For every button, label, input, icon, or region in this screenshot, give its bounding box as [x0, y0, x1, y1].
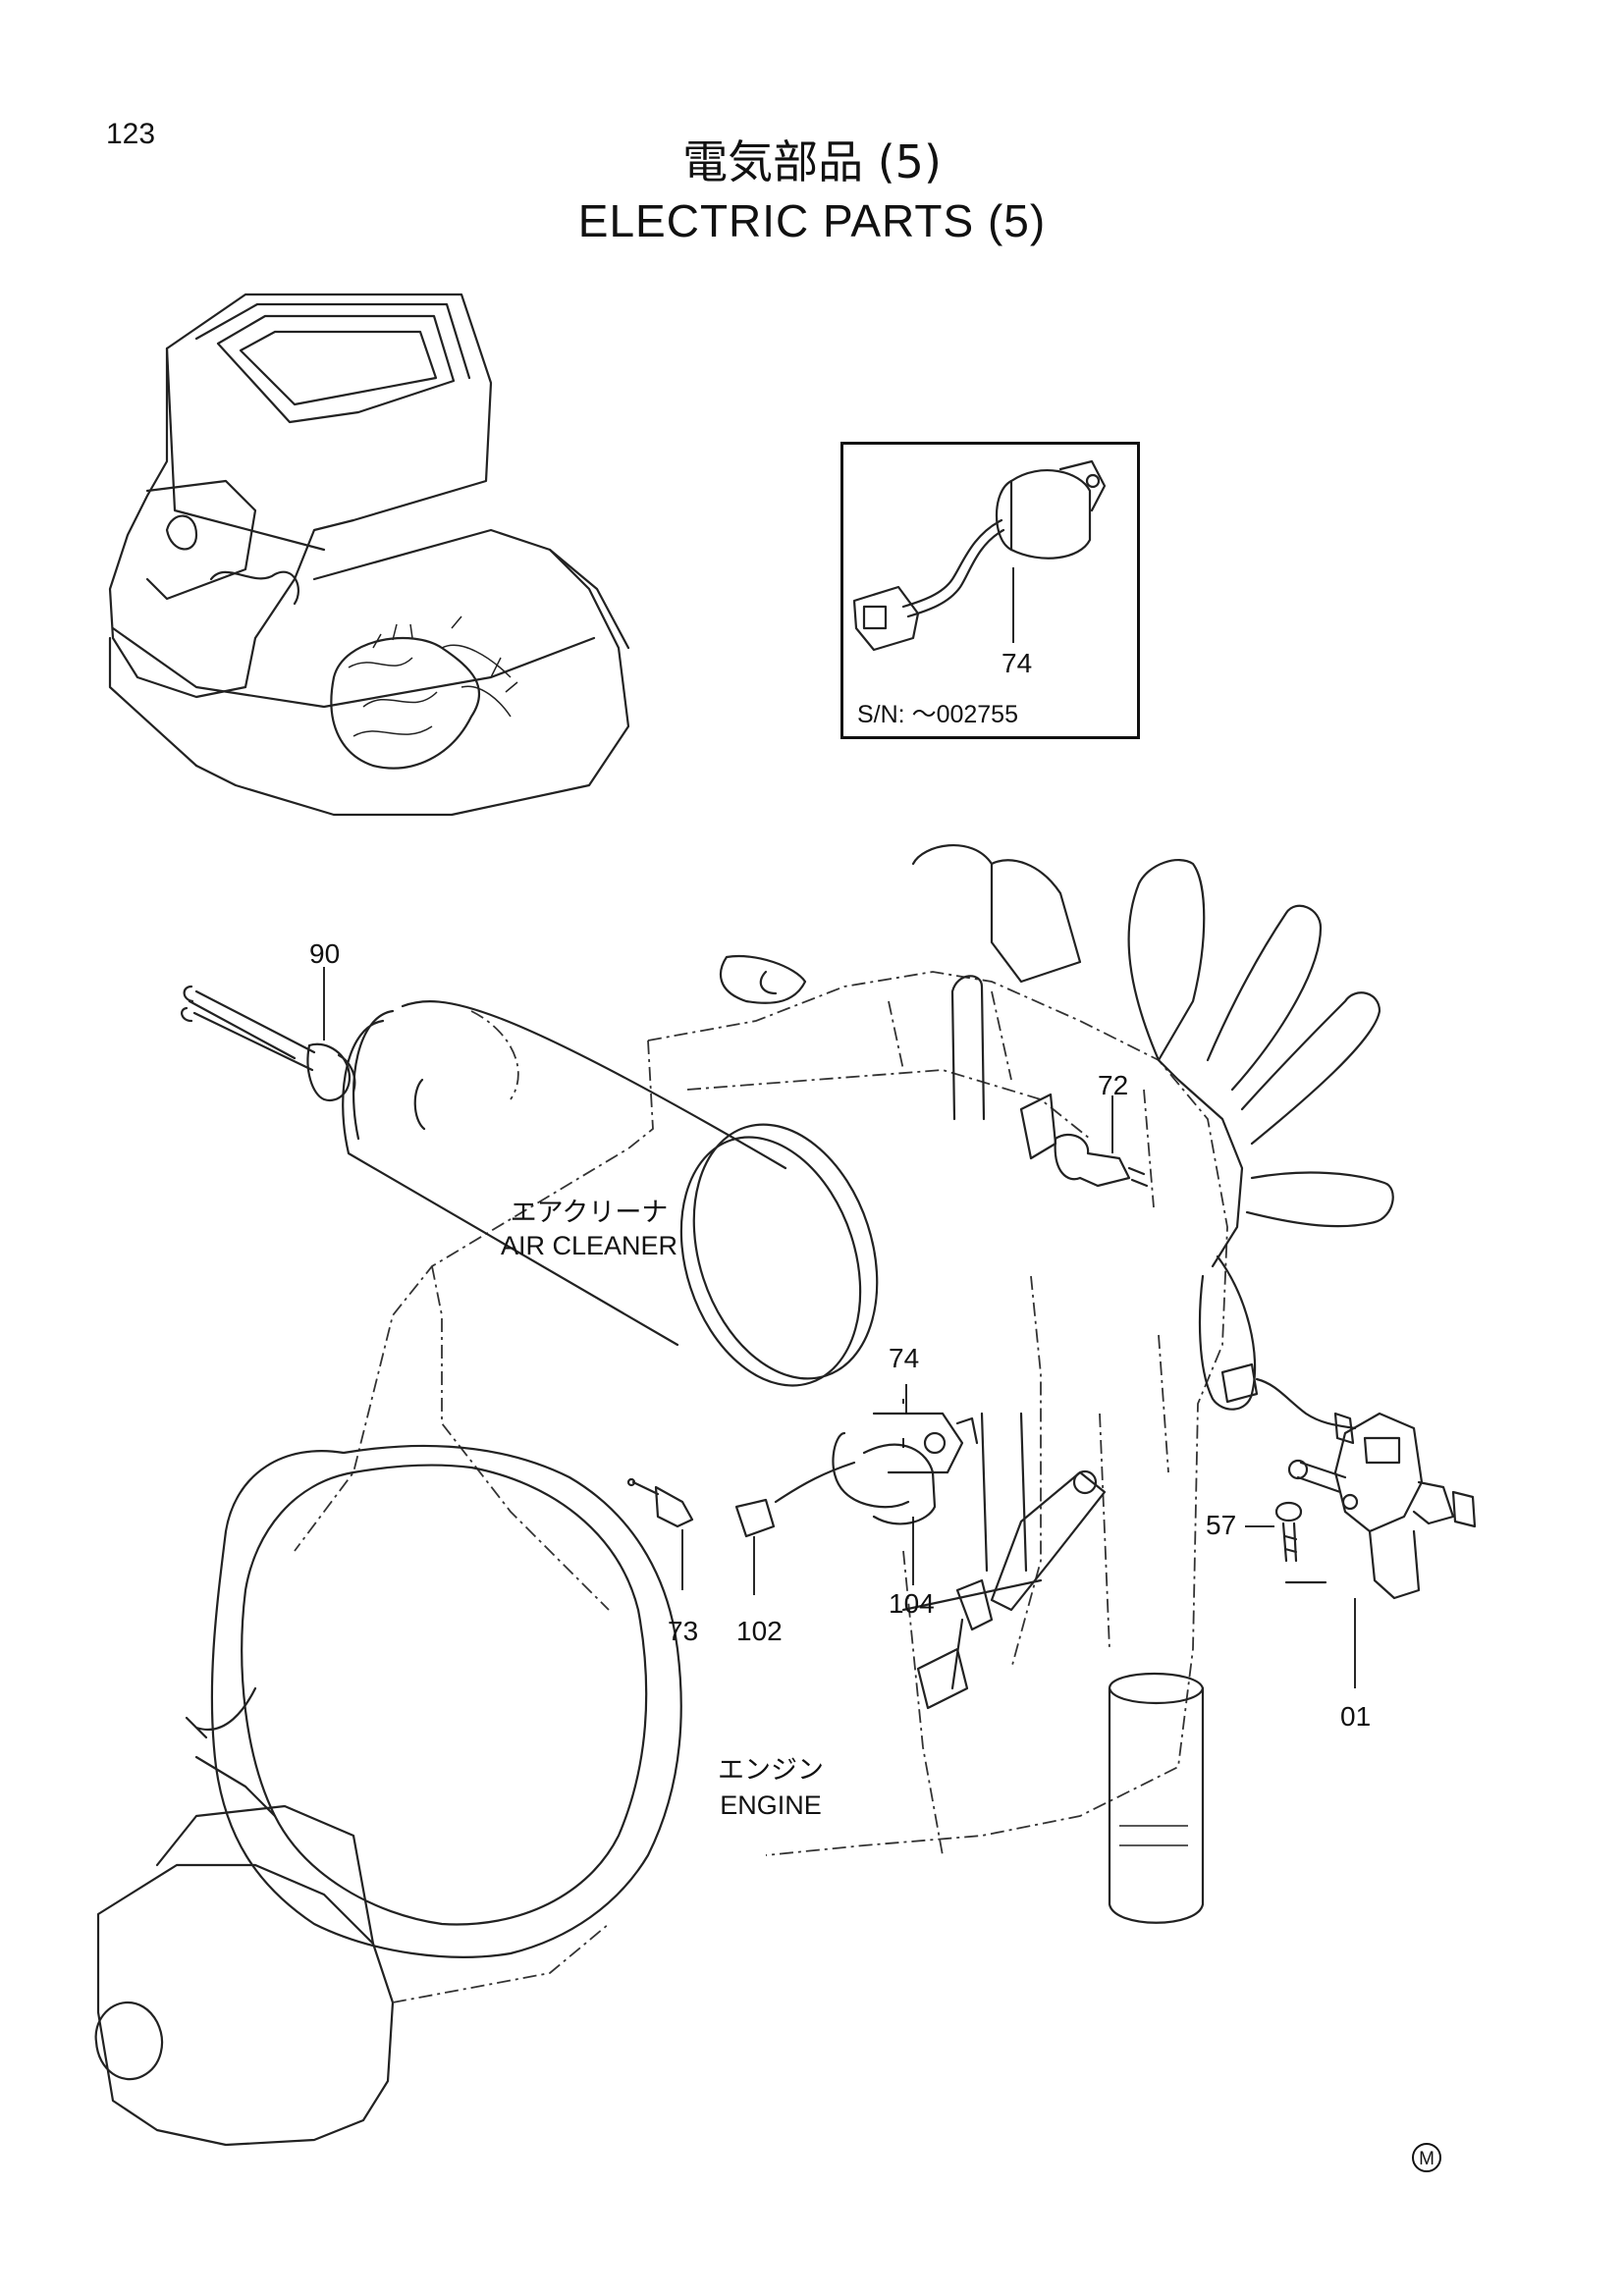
callout-73: 73 — [668, 1616, 699, 1646]
part-72-switch — [1054, 1095, 1149, 1188]
air-cleaner-drawing — [342, 999, 879, 1387]
engine-label: ENGINE — [720, 1790, 822, 1820]
engine-drawing — [94, 843, 1394, 2147]
page-number: 123 — [106, 118, 156, 150]
inset-solenoid-drawing — [852, 459, 1107, 652]
part-01-fuel-pump — [1220, 1362, 1477, 1688]
callout-90: 90 — [309, 938, 341, 969]
part-73-sensor — [626, 1477, 694, 1590]
part-90-sensor — [181, 967, 356, 1102]
air-cleaner-label-japanese: エアクリーナ — [510, 1198, 669, 1228]
callout-01: 01 — [1340, 1701, 1372, 1732]
machine-overview-drawing — [108, 293, 630, 817]
part-102-connector — [734, 1498, 776, 1595]
callout-74: 74 — [889, 1343, 920, 1373]
callout-104: 104 — [889, 1588, 935, 1619]
part-104-solenoid — [774, 1384, 979, 1585]
inset-variant-box: S/N: ～002755 — [840, 442, 1140, 739]
part-57-bolt — [1245, 1501, 1303, 1563]
callout-102: 102 — [736, 1616, 783, 1646]
page-title-japanese: 電気部品 (5) — [682, 135, 942, 188]
air-cleaner-label: AIR CLEANER — [500, 1231, 678, 1260]
callout-72: 72 — [1098, 1070, 1129, 1100]
page-title: ELECTRIC PARTS (5) — [577, 195, 1047, 246]
callout-57: 57 — [1206, 1510, 1237, 1540]
engine-label-japanese: エンジン — [718, 1755, 824, 1786]
manufacturer-mark: M — [1412, 2143, 1441, 2172]
inset-callout-74: 74 — [1001, 648, 1033, 678]
inset-serial-note: S/N: ～002755 — [857, 701, 1018, 728]
